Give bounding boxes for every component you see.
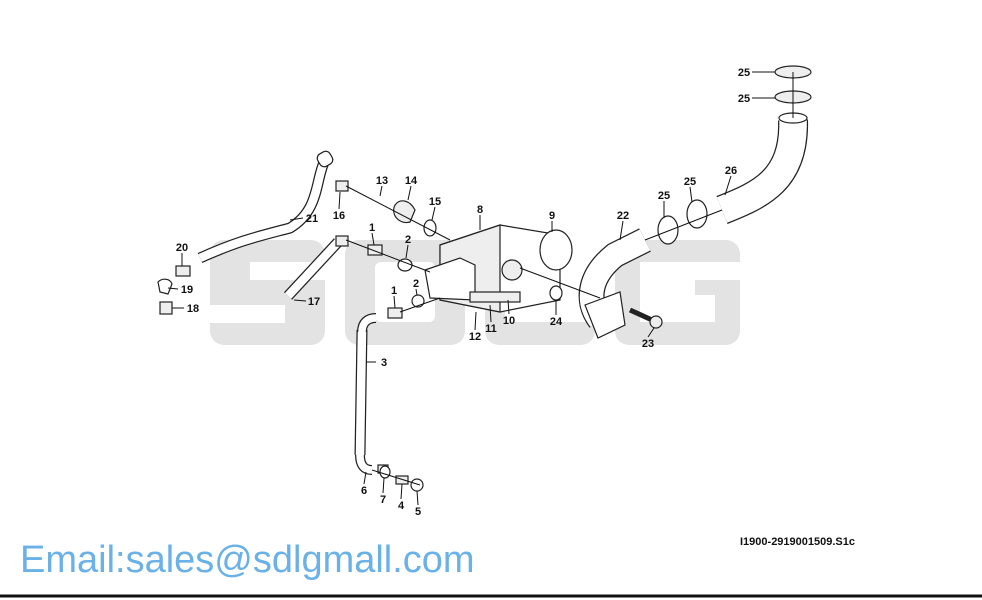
callout: 12 [469, 331, 481, 343]
callout: 11 [485, 323, 497, 335]
callout: 5 [415, 506, 421, 518]
callout: 21 [306, 213, 318, 225]
callout: 14 [405, 175, 418, 187]
callout: 10 [503, 315, 515, 327]
pump-8 [424, 224, 561, 313]
oring-9 [539, 229, 573, 271]
callout: 15 [429, 196, 441, 208]
callout: 4 [398, 500, 405, 512]
oring-2b [411, 294, 425, 308]
hose-21 [197, 150, 349, 264]
callout: 2 [413, 278, 419, 290]
oring-5 [410, 478, 424, 492]
email-watermark: Email:sales@sdlgmall.com [20, 539, 475, 581]
callout: 25 [684, 176, 696, 188]
callout: 8 [477, 204, 483, 216]
callout: 25 [738, 93, 750, 105]
callout: 25 [658, 190, 670, 202]
hose-3 [354, 313, 377, 475]
callout: 6 [361, 485, 367, 497]
callout: 7 [380, 494, 386, 506]
assembly-lines [167, 71, 794, 506]
callout: 2 [405, 234, 411, 246]
callout: 26 [725, 165, 737, 177]
callout: 17 [308, 296, 320, 308]
callout: 20 [176, 242, 188, 254]
oring-15 [423, 219, 437, 237]
bolt-23 [628, 307, 663, 329]
callout: 22 [617, 210, 629, 222]
callout: 18 [187, 303, 199, 315]
oring-7 [379, 465, 391, 479]
callout: 1 [369, 222, 375, 234]
pipe-22 [578, 228, 651, 339]
callout: 23 [642, 338, 654, 350]
callout: 16 [333, 210, 345, 222]
callout: 24 [550, 316, 563, 328]
drawing-code: I1900-2919001509.S1c [740, 536, 855, 548]
hose-26 [716, 112, 809, 224]
oring-24 [549, 285, 563, 301]
callout: 1 [391, 285, 397, 297]
callout: 13 [376, 175, 388, 187]
callout: 19 [181, 284, 193, 296]
callout: 25 [738, 67, 750, 79]
callout: 3 [381, 357, 387, 369]
callout: 9 [549, 210, 555, 222]
clamp-14 [393, 200, 416, 224]
callout-labels: 25 25 26 25 25 22 9 8 13 14 15 16 21 1 2… [176, 67, 750, 518]
